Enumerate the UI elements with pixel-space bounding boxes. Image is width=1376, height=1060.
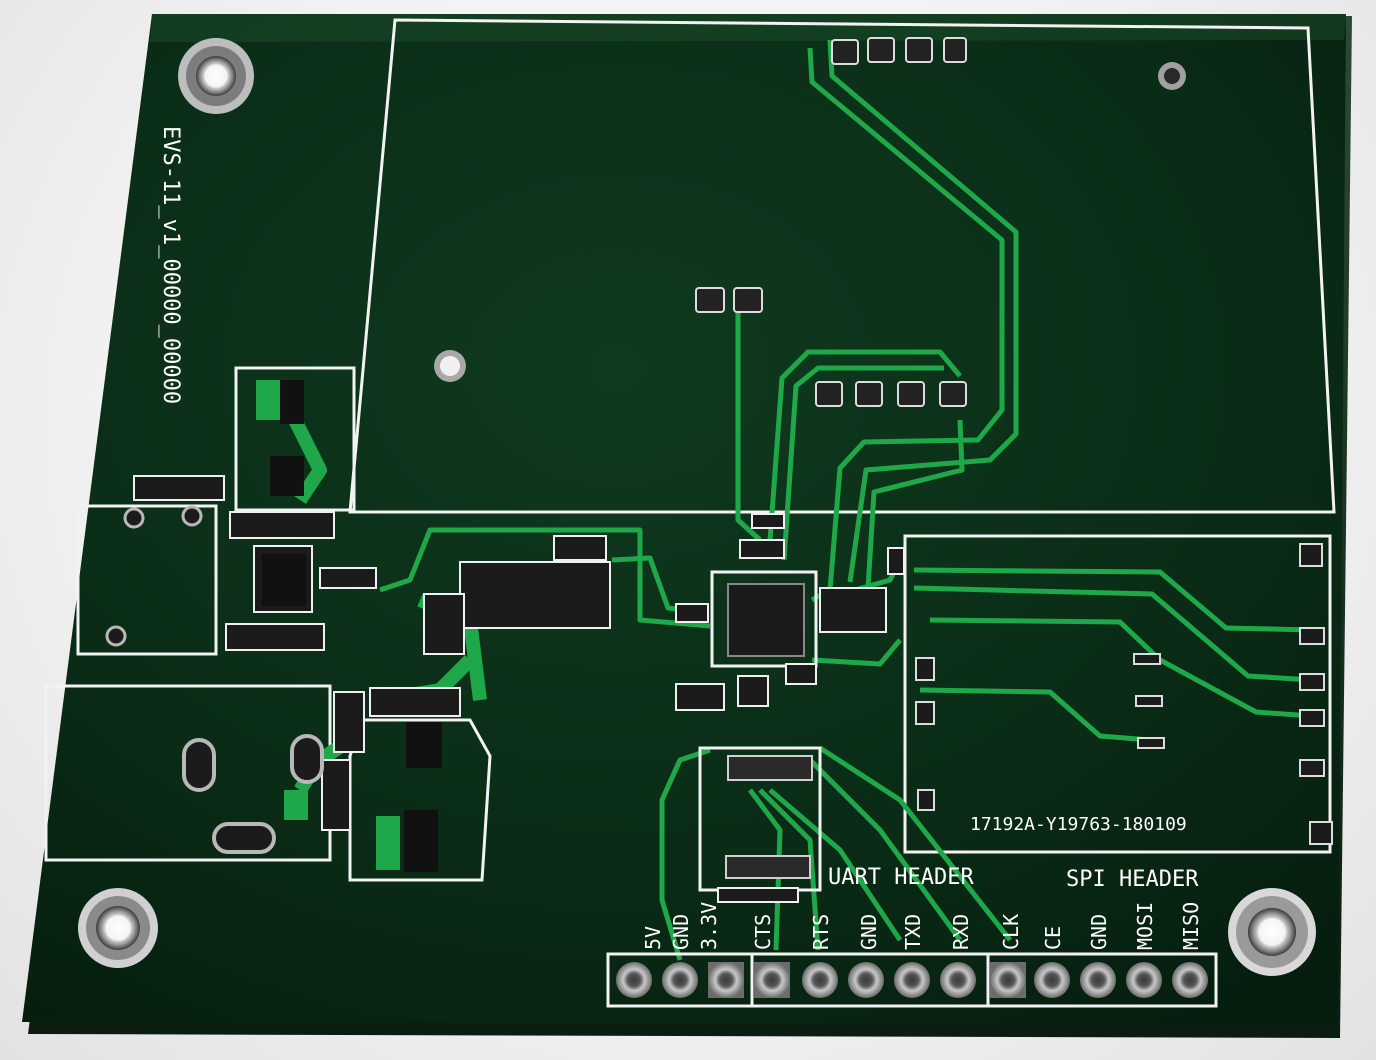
- radio-module-pads: [915, 543, 1333, 845]
- regulator2-outline: [348, 718, 492, 882]
- pin-label-mosi: MOSI: [1133, 902, 1157, 950]
- board-part-id: EVS-11_v1_00000_00000: [158, 126, 183, 404]
- pin-label-clk: CLK: [999, 914, 1023, 950]
- rf-pads-top: [695, 37, 967, 407]
- mounting-hole-bottom-left: [78, 888, 158, 968]
- pin-label-3v3: 3.3V: [697, 902, 721, 950]
- smd-dark-pads: [262, 380, 442, 872]
- pin-label-5v: 5V: [641, 926, 665, 950]
- pin-label-gnd-uart: GND: [857, 914, 881, 950]
- pin-label-rxd: RXD: [949, 914, 973, 950]
- qfn-chip: [727, 583, 805, 657]
- pin-label-ce: CE: [1041, 926, 1065, 950]
- regulator-outline: [234, 366, 356, 512]
- header-pins: [616, 962, 1208, 998]
- pin-labels: 5V GND 3.3V CTS RTS GND TXD RXD CLK CE G…: [641, 902, 1203, 950]
- header-outline: [606, 952, 1218, 1008]
- rf-module-outline: [348, 18, 1336, 514]
- pin-label-miso: MISO: [1179, 902, 1203, 950]
- soic-pads: [727, 755, 813, 781]
- uart-header-title: UART HEADER: [828, 865, 974, 890]
- usb-pads: [105, 505, 203, 647]
- ground-pour: [256, 380, 280, 420]
- copper-traces: [379, 39, 1313, 961]
- pin-label-cts: CTS: [751, 914, 775, 950]
- pin-label-gnd-spi: GND: [1087, 914, 1111, 950]
- spi-header-title: SPI HEADER: [1066, 867, 1199, 892]
- radio-module-outline: [903, 534, 1332, 854]
- pin-label-rts: RTS: [809, 914, 833, 950]
- soic-pads: [725, 855, 811, 879]
- qfn-chip-outline: [710, 570, 818, 668]
- mounting-hole-top-left: [178, 38, 254, 114]
- via-hole: [1158, 62, 1186, 90]
- ground-pour: [376, 816, 400, 870]
- mounting-hole-bottom-right: [1228, 888, 1316, 976]
- barrel-jack-slots: [182, 734, 324, 854]
- fab-code: 17192A-Y19763-180109: [970, 814, 1187, 835]
- smd-pads: [133, 475, 905, 903]
- pin-label-gnd: GND: [669, 914, 693, 950]
- usb-connector-outline: [76, 504, 218, 656]
- ground-pour: [284, 790, 308, 820]
- pin-label-txd: TXD: [901, 914, 925, 950]
- via-hole: [434, 350, 466, 382]
